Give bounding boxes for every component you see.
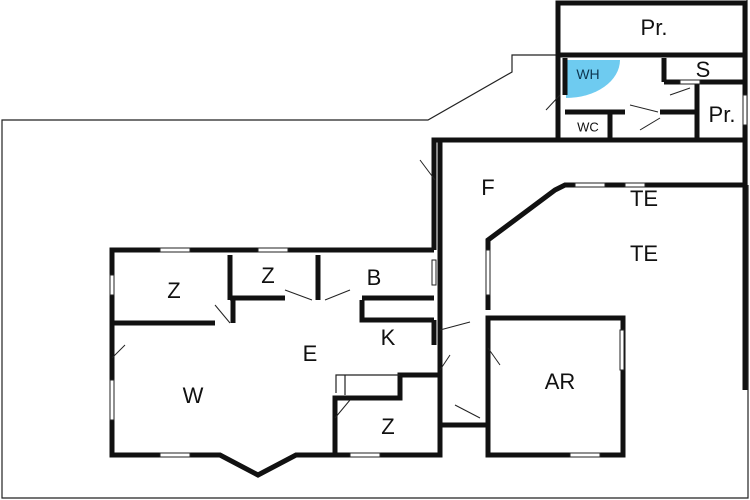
room-label-z-mid: Z	[261, 263, 275, 288]
room-label-z-left: Z	[167, 278, 181, 303]
room-label-w: W	[182, 383, 204, 408]
room-label-z-bottom: Z	[381, 414, 395, 439]
room-label-wc: WC	[577, 119, 599, 135]
room-label-e: E	[302, 341, 318, 366]
room-label-b: B	[366, 265, 382, 290]
room-label-pr-top: Pr.	[640, 15, 668, 40]
water-heater-room-fill	[566, 60, 620, 98]
room-label-ar: AR	[544, 369, 576, 394]
room-label-te-main: TE	[629, 241, 659, 266]
room-label-f: F	[481, 175, 495, 200]
windows	[109, 79, 748, 458]
room-label-wh: WH	[576, 66, 600, 82]
room-label-te-top: TE	[629, 186, 659, 211]
walls	[109, 0, 748, 478]
room-label-k: K	[380, 325, 396, 350]
doors	[111, 87, 691, 419]
room-label-s: S	[695, 57, 711, 82]
room-label-pr-right: Pr.	[708, 102, 736, 127]
thin-partitions	[335, 374, 400, 395]
